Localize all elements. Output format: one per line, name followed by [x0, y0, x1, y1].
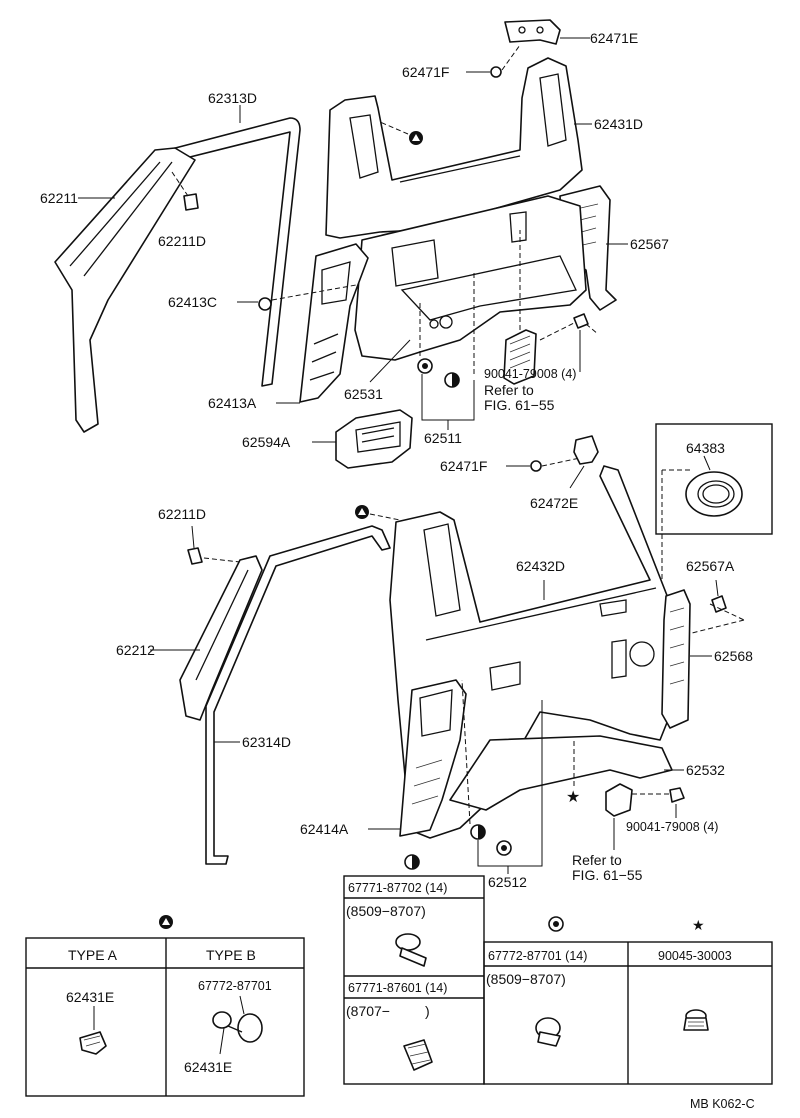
quarter-trim-62431d: [325, 57, 592, 239]
pillar-62413a: [276, 243, 369, 404]
legend-half-row2-range: (8707− ): [346, 1003, 430, 1019]
label-62511: 62511: [424, 430, 462, 446]
nut-90041-top: [573, 313, 599, 372]
label-62432d: 62432D: [516, 558, 565, 574]
legend-type-b: TYPE B: [206, 947, 256, 963]
legend-half-row1-range: (8509−8707): [346, 903, 426, 919]
label-refer-top-1: Refer to: [484, 382, 534, 398]
label-62594a: 62594A: [242, 434, 291, 450]
legend-half-row1-part: 67771-87702 (14): [348, 881, 447, 895]
legend-triangle: [25, 915, 305, 1097]
legend-dot-part: 67772-87701 (14): [488, 949, 587, 963]
label-64383: 64383: [686, 440, 725, 456]
label-62471f-mid: 62471F: [440, 458, 487, 474]
pillar-62414a: [368, 679, 467, 837]
label-62567: 62567: [630, 236, 669, 252]
lower-trim-upper-assembly: [354, 195, 587, 361]
label-refer-bot-1: Refer to: [572, 852, 622, 868]
label-90041-top: 90041-79008 (4): [484, 367, 576, 381]
label-62413c: 62413C: [168, 294, 217, 310]
legend-star-part: 90045-30003: [658, 949, 732, 963]
legend-type-a: TYPE A: [68, 947, 118, 963]
leader-62531: [369, 339, 411, 383]
pillar-trim-62211: [54, 147, 196, 433]
markers-62511: [417, 270, 475, 430]
legend-b-part-bot: 62431E: [184, 1059, 232, 1075]
bracket-lower-right: [605, 783, 685, 850]
label-62471f-top: 62471F: [402, 64, 449, 80]
label-62471e-top: 62471E: [590, 30, 638, 46]
label-62414a: 62414A: [300, 821, 349, 837]
clip-62567a: [679, 579, 745, 637]
label-62431d: 62431D: [594, 116, 643, 132]
corner-62568: [661, 589, 712, 729]
vent-grille: [503, 230, 577, 385]
footer-code: MB K062-C: [690, 1097, 755, 1111]
legend-half-circle: [343, 854, 485, 1085]
label-refer-bot-2: FIG. 61−55: [572, 867, 643, 883]
label-62313d: 62313D: [208, 90, 257, 106]
legend-dot-star: ★: [483, 916, 773, 1085]
label-62211: 62211: [40, 190, 78, 206]
legend-dot-range: (8509−8707): [486, 971, 566, 987]
triangle-marker-upper: [379, 121, 423, 145]
label-62211d-top: 62211D: [158, 233, 206, 249]
pillar-62212: [150, 555, 263, 721]
markers-62512: [461, 679, 543, 874]
clip-62413c: [237, 284, 357, 311]
label-62568: 62568: [714, 648, 753, 664]
weatherstrip-62313d: [159, 105, 301, 387]
weatherstrip-62314d: [205, 525, 391, 865]
legend-a-part: 62431E: [66, 989, 114, 1005]
legend-half-row2-part: 67771-87601 (14): [348, 981, 447, 995]
label-90041-bot: 90041-79008 (4): [626, 820, 718, 834]
clip-62471f-top: [466, 44, 521, 78]
label-62413a: 62413A: [208, 395, 257, 411]
clip-62471f-mid: [506, 457, 581, 472]
bracket-62471e-top: [504, 19, 590, 45]
clip-62211d-top: [171, 171, 199, 211]
label-62212: 62212: [116, 642, 155, 658]
box-64383: [655, 423, 773, 535]
duct-62594a: [312, 409, 413, 469]
bracket-62472e: [569, 435, 599, 489]
trim-62532: [449, 735, 684, 811]
clip-62211d-mid: [187, 525, 241, 565]
label-62567a: 62567A: [686, 558, 735, 574]
label-62211d-mid: 62211D: [158, 506, 206, 522]
label-62512: 62512: [488, 874, 527, 890]
label-62531: 62531: [344, 386, 383, 402]
label-62532: 62532: [686, 762, 725, 778]
legend-b-part-top: 67772-87701: [198, 979, 272, 993]
svg-text:★: ★: [566, 789, 580, 806]
svg-text:★: ★: [692, 918, 705, 934]
triangle-marker-lower: [355, 505, 401, 521]
star-marker-lower: ★: [566, 740, 580, 806]
label-refer-top-2: FIG. 61−55: [484, 397, 555, 413]
label-62472e: 62472E: [530, 495, 578, 511]
label-62314d: 62314D: [242, 734, 291, 750]
